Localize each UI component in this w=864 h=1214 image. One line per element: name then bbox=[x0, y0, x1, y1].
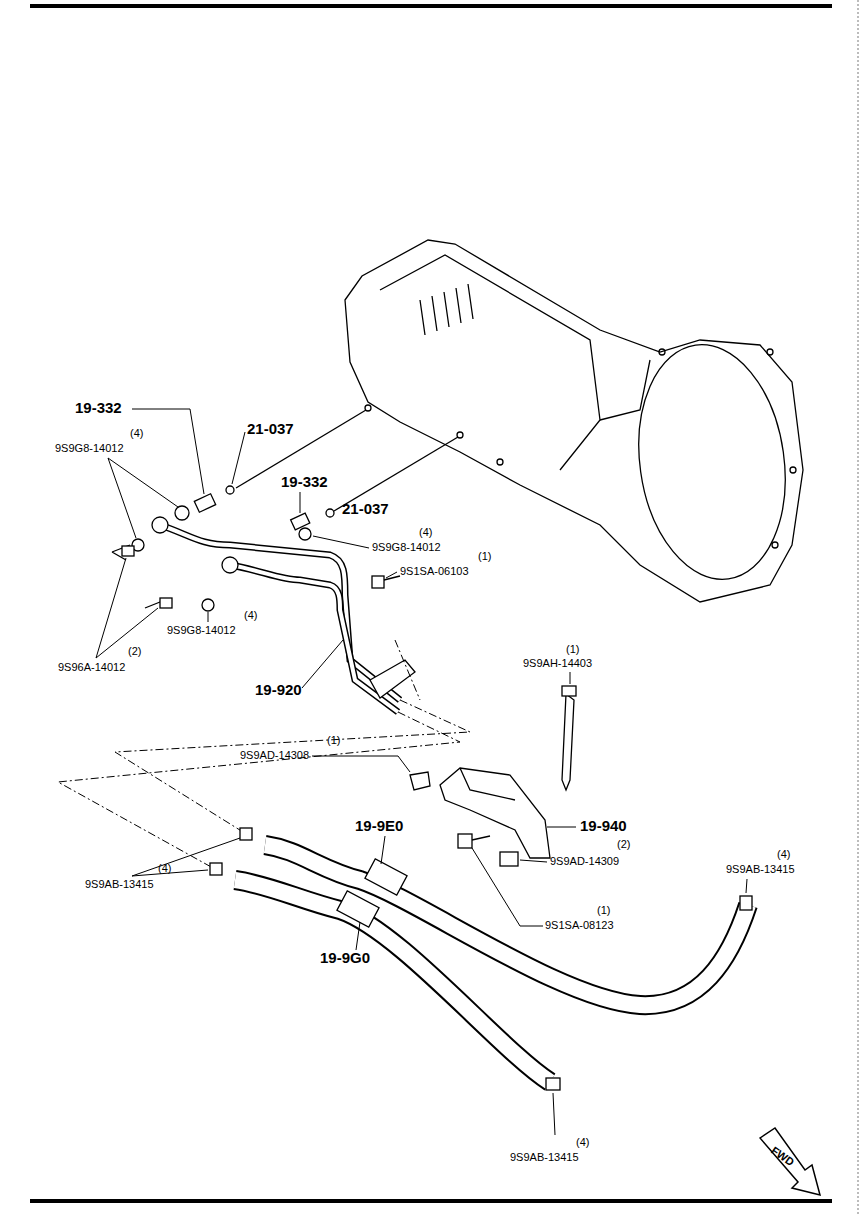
edge-line bbox=[857, 0, 858, 1214]
part-number: (4) bbox=[419, 526, 432, 538]
part-number: (2) bbox=[128, 645, 141, 657]
part-number: 9S9AB-13415 bbox=[726, 863, 795, 875]
callout-number: 21-037 bbox=[342, 501, 389, 518]
direction-label: FWD bbox=[769, 1144, 796, 1168]
bottom-bar bbox=[30, 1199, 832, 1203]
part-number: (4) bbox=[244, 609, 257, 621]
part-number: 9S9AD-14309 bbox=[550, 855, 619, 867]
part-number: 9S9G8-14012 bbox=[55, 442, 124, 454]
part-number: 9S9G8-14012 bbox=[372, 541, 441, 553]
part-number: (2) bbox=[617, 838, 630, 850]
callout-number: 19-332 bbox=[75, 400, 122, 417]
part-number: (1) bbox=[327, 734, 340, 746]
part-number: (1) bbox=[597, 904, 610, 916]
top-bar bbox=[30, 4, 832, 8]
part-number: (4) bbox=[576, 1136, 589, 1148]
part-number: 9S96A-14012 bbox=[58, 661, 125, 673]
part-number: (1) bbox=[566, 643, 579, 655]
callout-number: 19-940 bbox=[580, 818, 627, 835]
part-number: 9S9AB-13415 bbox=[85, 878, 154, 890]
part-number: 9S1SA-06103 bbox=[400, 565, 469, 577]
callout-number: 19-332 bbox=[281, 474, 328, 491]
callout-number: 19-9G0 bbox=[320, 950, 370, 967]
part-number: (4) bbox=[130, 427, 143, 439]
transmission bbox=[345, 240, 803, 602]
part-number: (4) bbox=[777, 848, 790, 860]
part-number: (1) bbox=[478, 550, 491, 562]
part-number: (4) bbox=[158, 862, 171, 874]
callout-number: 19-9E0 bbox=[355, 818, 403, 835]
callout-number: 21-037 bbox=[247, 421, 294, 438]
part-number: 9S9AB-13415 bbox=[510, 1151, 579, 1163]
fwd-arrow bbox=[760, 1128, 820, 1195]
part-number: 9S9AH-14403 bbox=[523, 657, 592, 669]
part-number: 9S9G8-14012 bbox=[167, 624, 236, 636]
callout-number: 19-920 bbox=[255, 682, 302, 699]
hoses bbox=[235, 845, 748, 1082]
part-number: 9S9AD-14308 bbox=[240, 749, 309, 761]
part-number: 9S1SA-08123 bbox=[545, 919, 614, 931]
